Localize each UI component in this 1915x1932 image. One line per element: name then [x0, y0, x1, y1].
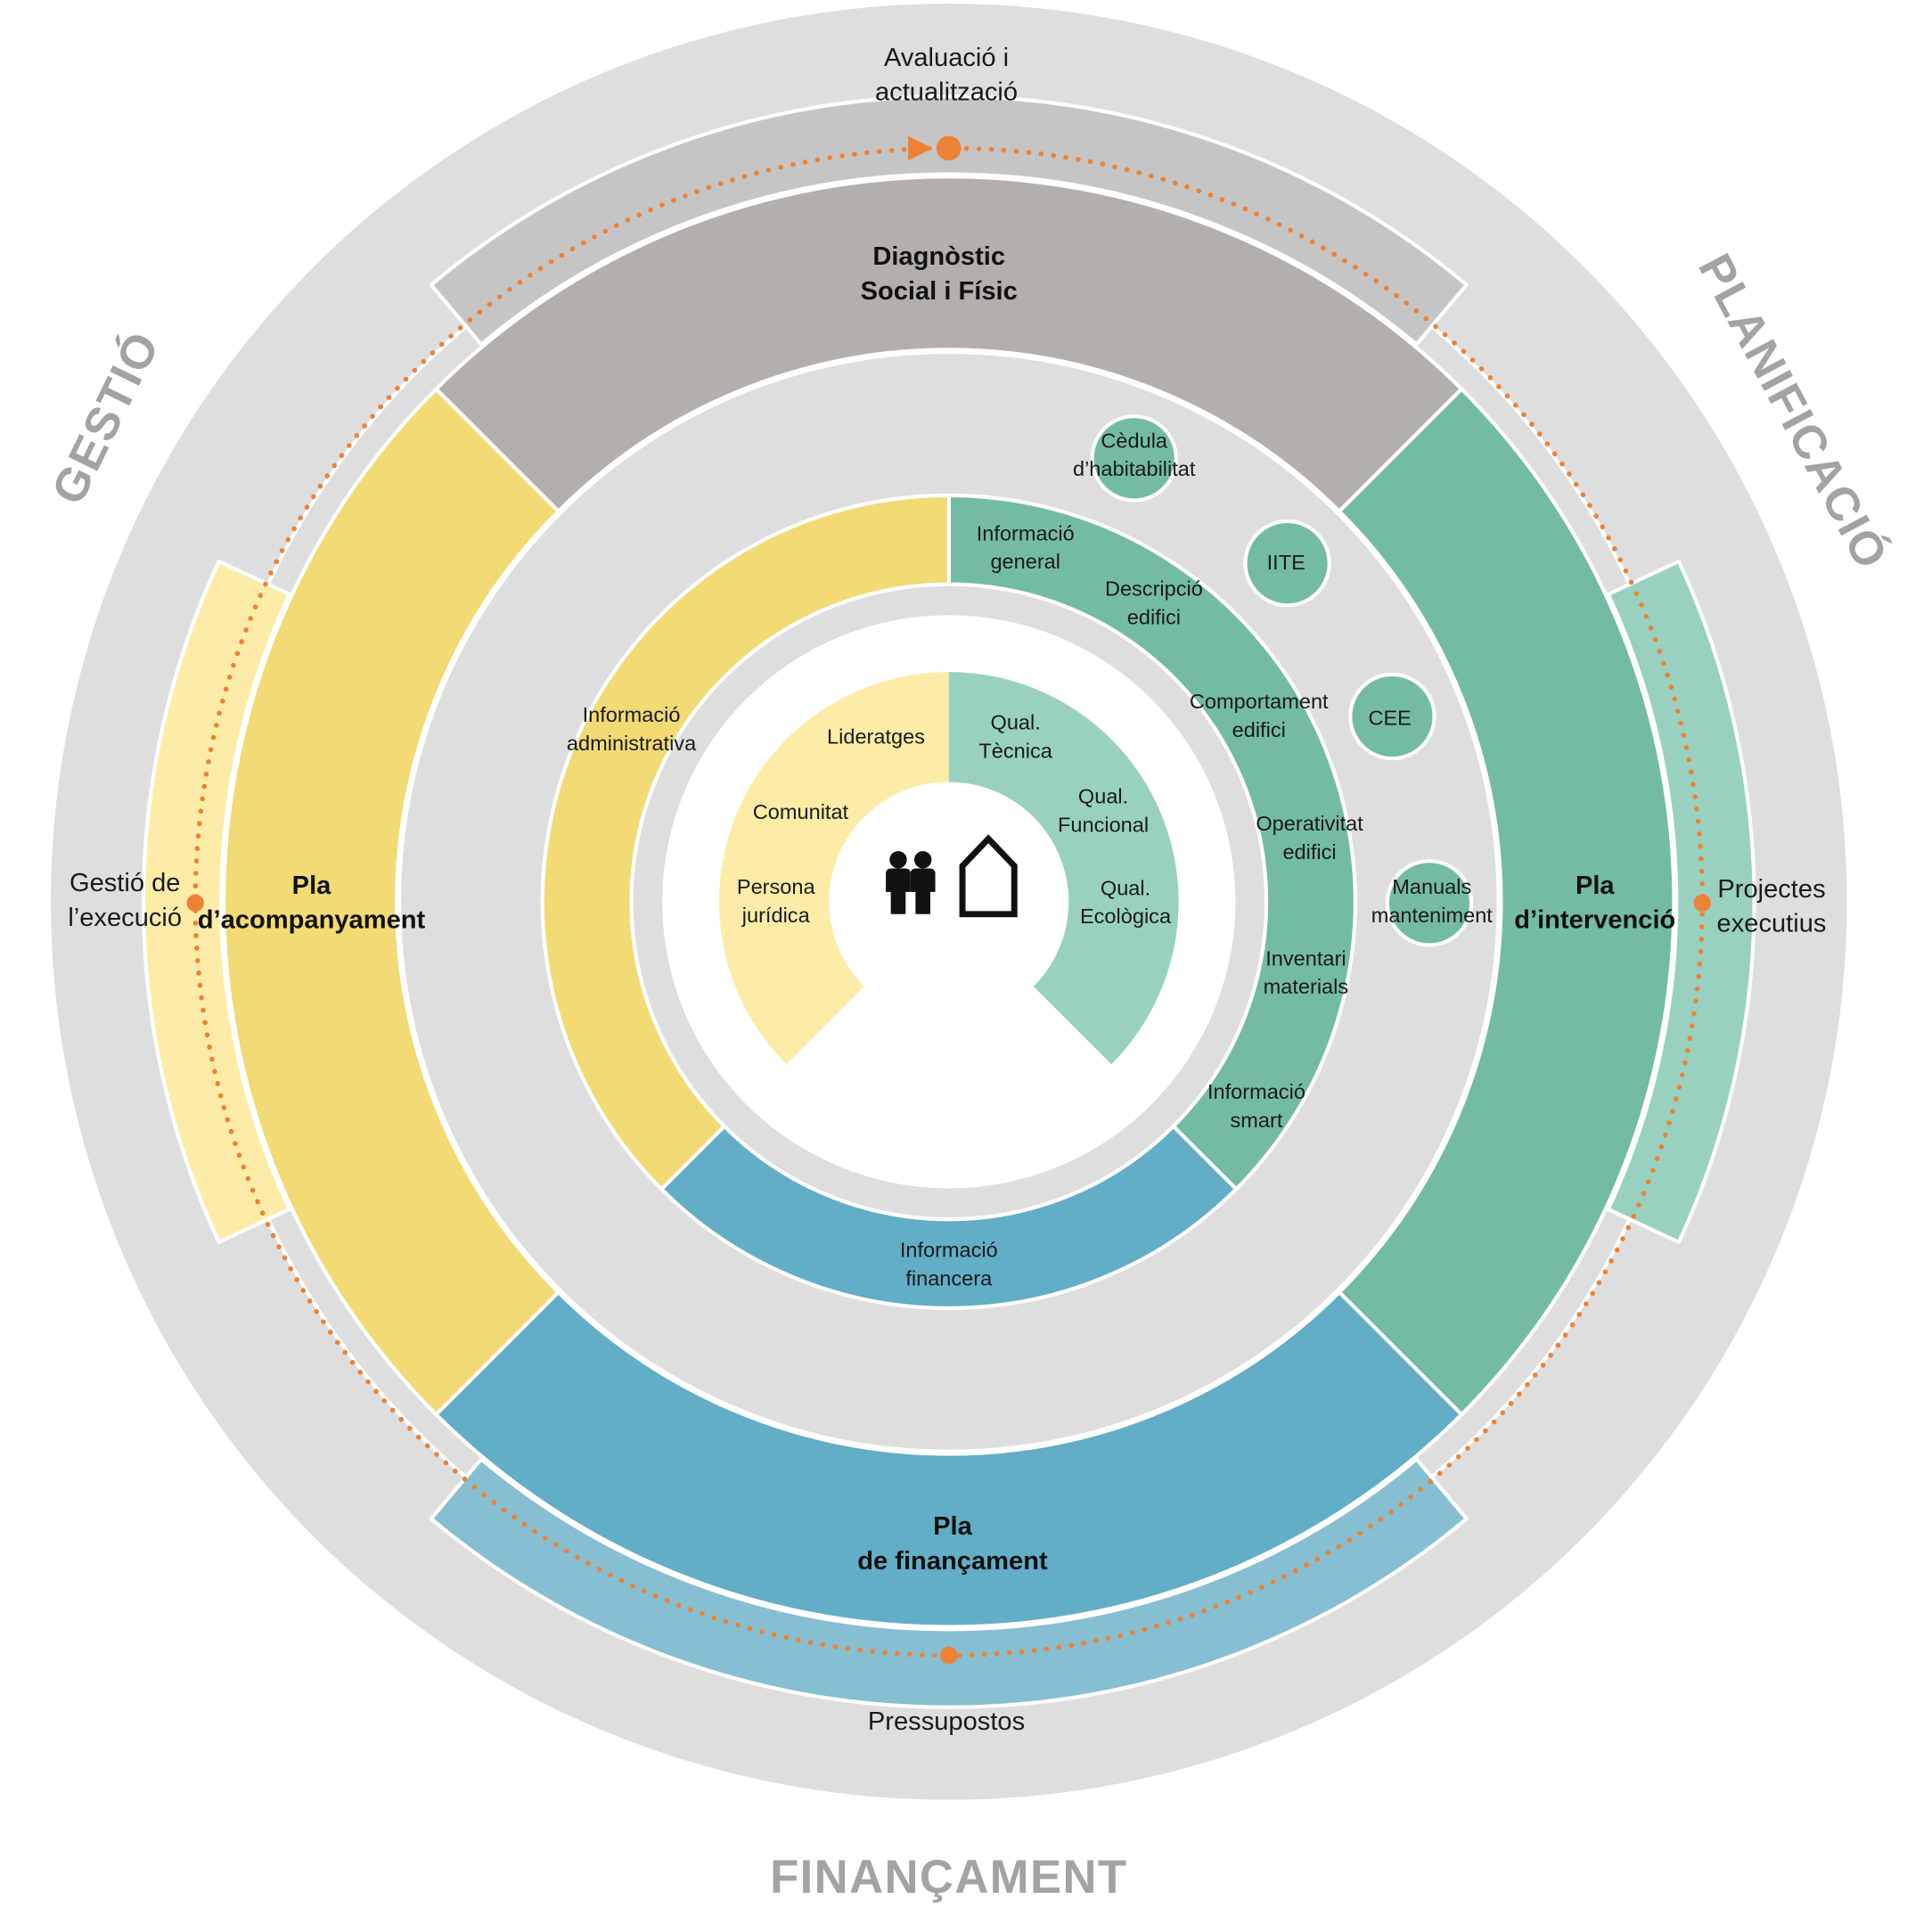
outer-arc-label-top-line: Avaluació i [884, 44, 1009, 72]
core-label-funcional-line: Qual. [1078, 785, 1128, 808]
outer-arc-label-left-line: Gestió de [70, 869, 181, 897]
info-label-operativitat-line: edifici [1282, 840, 1336, 864]
document-label-cee-line: CEE [1368, 707, 1411, 730]
plan-label-bottom: Pla de finançament [857, 1512, 1048, 1576]
core-label-persona-line: Persona [737, 875, 816, 898]
house-icon [959, 834, 1018, 918]
document-label-cedula-line: d’habitabilitat [1073, 457, 1196, 480]
people-icon [886, 851, 936, 914]
cycle-node-right [1693, 894, 1712, 913]
outer-arc-label-left-line: l’execució [68, 904, 182, 932]
core-label-tecnica: Qual. Tècnica [978, 711, 1052, 763]
core-label-persona: Persona jurídica [737, 875, 816, 927]
plan-label-top-line: Social i Físic [861, 277, 1018, 306]
info-label-descripcio: Descripció edifici [1105, 577, 1203, 629]
document-label-manuals-line: manteniment [1371, 904, 1494, 927]
info-label-administrativa: Informació administrativa [567, 703, 697, 755]
core-sector-community [718, 672, 949, 1065]
plan-sector-bottom [434, 1289, 1464, 1629]
document-label-manuals-line: Manuals [1392, 875, 1471, 898]
document-bubble-cedula [1090, 414, 1178, 503]
core-label-comunitat-line: Comunitat [753, 800, 849, 823]
info-label-comportament: Comportament edifici [1190, 690, 1329, 741]
cycle-node-left [186, 894, 204, 913]
document-label-iite: IITE [1267, 551, 1305, 574]
quadrant-label-gestio: GESTIÓ [42, 323, 170, 512]
document-bubble-manuals [1385, 859, 1474, 947]
info-label-administrativa-line: Informació [583, 703, 681, 726]
info-label-operativitat-line: Operativitat [1256, 812, 1363, 835]
info-label-comportament-line: Comportament [1190, 690, 1329, 713]
quadrant-label-financament: FINANÇAMENT [770, 1851, 1127, 1903]
core-label-tecnica-line: Qual. [991, 711, 1041, 734]
core-label-tecnica-line: Tècnica [978, 739, 1052, 762]
plan-label-right-line: d’intervenció [1514, 906, 1675, 935]
core-label-ecologica: Qual. Ecològica [1080, 876, 1172, 928]
outer-arc-label-bottom: Pressupostos [868, 1707, 1025, 1736]
info-label-administrativa-line: administrativa [567, 732, 697, 755]
info-label-financera: Informació financera [900, 1238, 998, 1289]
document-bubble-cee [1348, 672, 1436, 761]
info-label-comportament-line: edifici [1232, 718, 1286, 741]
info-label-smart: Informació smart [1207, 1080, 1305, 1132]
outer-arc-top [429, 94, 1469, 347]
plan-label-right: Pla d’intervenció [1514, 872, 1675, 935]
outer-arc-label-top: Avaluació i actualització [875, 44, 1018, 107]
outer-arc-right [1606, 559, 1756, 1244]
info-label-general: Informació general [977, 521, 1075, 573]
core-label-comunitat: Comunitat [753, 800, 849, 823]
outer-arc-label-right-line: executius [1717, 910, 1827, 938]
cycle-node-top [936, 135, 962, 161]
outer-arc-bottom [429, 1457, 1469, 1709]
info-label-inventari: Inventari materials [1264, 946, 1349, 998]
outer-arc-label-right: Projectes executius [1717, 875, 1827, 938]
info-label-general-line: general [990, 550, 1060, 573]
info-label-smart-line: Informació [1207, 1080, 1305, 1103]
info-label-smart-line: smart [1231, 1109, 1283, 1132]
plan-label-left-line: d’acompanyament [198, 906, 426, 935]
plan-label-top-line: Diagnòstic [872, 242, 1005, 271]
document-label-cedula: Cèdula d’habitabilitat [1073, 429, 1196, 480]
document-label-cedula-line: Cèdula [1101, 429, 1168, 452]
outer-arc-label-left: Gestió de l’execució [68, 869, 182, 932]
document-bubble-iite [1243, 519, 1331, 608]
plan-label-left-line: Pla [292, 872, 331, 900]
core-label-persona-line: jurídica [741, 904, 811, 927]
plan-label-right-line: Pla [1575, 872, 1615, 900]
info-label-descripcio-line: Descripció [1105, 577, 1203, 601]
core-label-lideratges: Lideratges [827, 724, 925, 748]
plan-label-left: Pla d’acompanyament [198, 872, 426, 935]
outer-arc-label-top-line: actualització [875, 78, 1018, 107]
core-label-lideratges-line: Lideratges [827, 724, 925, 748]
plan-label-bottom-line: Pla [933, 1512, 972, 1541]
info-label-inventari-line: materials [1264, 975, 1349, 998]
core-label-funcional: Qual. Funcional [1058, 785, 1149, 837]
cycle-arrow-icon [908, 135, 933, 161]
plan-sector-right [1337, 387, 1676, 1417]
outer-arc-label-right-line: Projectes [1717, 875, 1825, 904]
core-label-ecologica-line: Qual. [1101, 876, 1150, 899]
document-label-cee: CEE [1368, 707, 1411, 730]
core-sector-quality [948, 672, 1179, 1065]
outer-arc-label-bottom-line: Pressupostos [868, 1707, 1025, 1736]
document-label-manuals: Manuals manteniment [1371, 875, 1494, 927]
plan-sector-top [434, 175, 1464, 513]
info-label-inventari-line: Inventari [1265, 946, 1346, 970]
info-label-operativitat: Operativitat edifici [1256, 812, 1363, 864]
plan-label-bottom-line: de finançament [857, 1547, 1048, 1576]
info-label-financera-line: financera [905, 1266, 993, 1289]
document-label-iite-line: IITE [1267, 551, 1305, 574]
outer-arc-left [141, 559, 291, 1244]
plan-sector-left [222, 387, 561, 1417]
cycle-node-bottom [940, 1646, 958, 1665]
core-label-funcional-line: Funcional [1058, 814, 1149, 837]
info-label-general-line: Informació [977, 521, 1075, 544]
core-label-ecologica-line: Ecològica [1080, 905, 1172, 928]
info-label-financera-line: Informació [900, 1238, 998, 1261]
info-label-descripcio-line: edifici [1127, 606, 1181, 629]
